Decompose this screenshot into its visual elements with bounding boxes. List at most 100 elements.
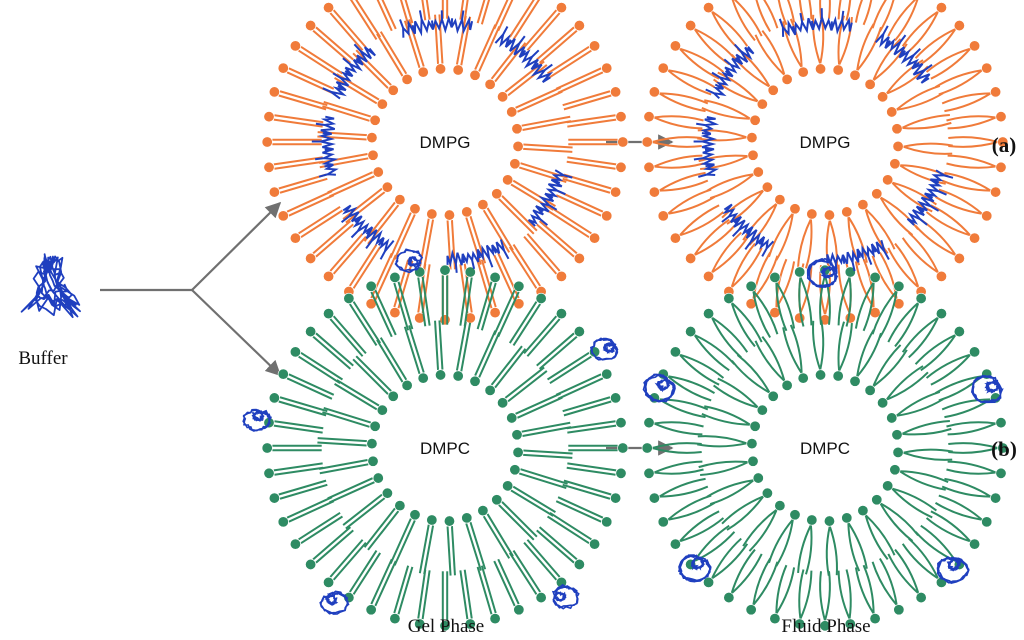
protein-coil-icon (936, 556, 970, 585)
lipid-molecule (342, 181, 393, 224)
lipid-molecule (477, 505, 514, 559)
lipid-molecule (703, 537, 749, 588)
lipid-molecule (925, 204, 981, 244)
lipid-molecule (685, 326, 736, 372)
lipid-molecule (476, 271, 501, 331)
lipid-molecule (703, 2, 749, 53)
lipid-molecule (469, 330, 501, 387)
protein-chain-icon (778, 8, 853, 37)
lipid-molecule (491, 188, 538, 235)
lipid-molecule (289, 511, 344, 550)
lipid-molecule (305, 326, 354, 370)
protein-coil-icon (589, 337, 619, 361)
lipid-molecule (389, 271, 414, 331)
lipid-molecule (477, 199, 514, 253)
lipid-molecule (857, 505, 896, 560)
lipid-molecule (317, 131, 378, 144)
protein-chain-icon (721, 203, 775, 257)
lipid-molecule (934, 62, 993, 96)
lipid-molecule (777, 0, 796, 26)
protein-chain-icon (705, 43, 755, 100)
lipid-molecule (946, 111, 1007, 130)
lipid-molecule (731, 354, 779, 402)
protein-coil-icon (677, 554, 712, 583)
lipid-molecule (768, 203, 801, 261)
lipid-molecule (566, 462, 627, 479)
panel-a-label: (a) (992, 133, 1017, 157)
lipid-molecule (317, 437, 378, 450)
lipid-molecule (657, 494, 716, 528)
lipid-molecule (941, 86, 1002, 113)
lipid-molecule (323, 308, 367, 357)
lipid-molecule (334, 379, 388, 416)
lipid-molecule (941, 477, 1002, 504)
lipid-molecule (277, 368, 335, 400)
lipid-molecule (887, 548, 927, 604)
lipid-molecule (703, 231, 749, 282)
protein-coil-icon (806, 257, 839, 289)
lipid-molecule (706, 472, 764, 506)
lipid-molecule (389, 509, 421, 566)
inserted-protein-chains (311, 8, 954, 273)
lipid-molecule (418, 514, 438, 575)
lipid-molecule (864, 38, 908, 90)
lipid-molecule (754, 336, 793, 391)
lipid-molecule (523, 308, 567, 357)
lipid-molecule (643, 460, 704, 479)
lipid-molecule (871, 188, 919, 236)
lipid-molecule (769, 564, 796, 625)
lipid-molecule (641, 136, 702, 148)
lipid-molecule (268, 86, 328, 111)
protein-coil-icon (970, 374, 1004, 404)
lipid-molecule (491, 494, 538, 541)
lipid-molecule (934, 494, 993, 528)
lipid-molecule (555, 496, 613, 528)
lipid-molecule (365, 252, 397, 310)
lipid-molecule (812, 320, 827, 381)
lipid-molecule (523, 539, 567, 588)
lipid-molecule (536, 220, 585, 264)
protein-chain-icon (340, 204, 395, 260)
lipid-molecule (327, 472, 384, 504)
lipid-molecule (871, 557, 905, 616)
lipid-molecule (322, 101, 381, 126)
lipid-molecule (289, 40, 344, 79)
branch-arrows (100, 201, 282, 377)
lipid-molecule (754, 30, 793, 85)
lipid-molecule (268, 392, 328, 417)
lipid-molecule (403, 325, 429, 384)
lipid-molecule (562, 392, 622, 417)
lipid-molecule (643, 417, 704, 436)
lipid-molecule (327, 166, 384, 198)
lipid-molecule (849, 329, 882, 387)
protein-coil-icon (551, 583, 580, 610)
lipid-molecule (794, 569, 813, 630)
lipid-molecule (892, 140, 953, 155)
lipid-molecule (376, 337, 413, 391)
lipid-molecule (506, 392, 563, 424)
lipid-molecule (657, 188, 716, 222)
lipid-molecule (669, 40, 725, 80)
lipid-molecule (562, 86, 622, 111)
protein-chain-icon (693, 116, 720, 178)
lipid-molecule (511, 421, 572, 441)
lipid-molecule (742, 500, 786, 552)
lipid-molecule (484, 345, 527, 396)
lipid-molecule (323, 2, 367, 51)
dmpc-fluid-vesicle (641, 264, 1009, 632)
gel-phase-label: Gel Phase (408, 616, 485, 637)
lipid-molecule (854, 0, 873, 26)
lipid-molecule (886, 390, 944, 424)
lipid-molecule (546, 511, 601, 550)
arrow-right-icon (191, 201, 282, 291)
lipid-molecule (323, 233, 367, 282)
lipid-molecule (697, 435, 758, 450)
lipid-molecule (864, 344, 908, 396)
lipid-molecule (731, 0, 763, 42)
lipid-molecule (512, 140, 573, 153)
lipid-molecule (277, 190, 335, 222)
lipid-molecule (745, 557, 779, 616)
lipid-molecule (889, 464, 949, 491)
lipid-molecule (261, 442, 322, 454)
